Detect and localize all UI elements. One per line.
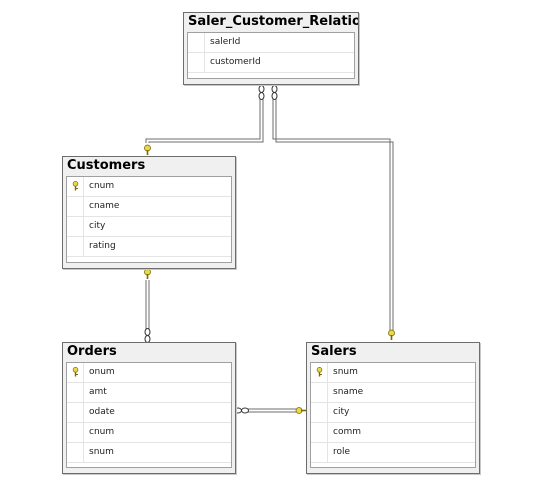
row-selector[interactable] [188, 33, 205, 52]
row-selector[interactable] [311, 403, 328, 422]
column-row[interactable]: onum [67, 363, 231, 383]
key-icon [144, 268, 151, 279]
row-selector[interactable] [311, 443, 328, 462]
column-row[interactable]: cnum [67, 423, 231, 443]
key-icon [144, 144, 151, 155]
row-selector[interactable] [311, 383, 328, 402]
column-grid: onum amt odate cnum snum [66, 362, 232, 468]
column-name: rating [89, 241, 116, 251]
row-selector[interactable] [311, 423, 328, 442]
table-title: Customers [67, 158, 146, 173]
row-selector[interactable] [67, 237, 84, 256]
relationship-orders-salers[interactable] [247, 408, 296, 413]
row-selector[interactable] [67, 363, 84, 382]
column-row[interactable]: salerId [188, 33, 354, 53]
primary-key-icon [72, 181, 79, 191]
column-row[interactable]: snum [67, 443, 231, 463]
row-selector[interactable] [67, 443, 84, 462]
column-row[interactable]: amt [67, 383, 231, 403]
infinity-icon [144, 328, 151, 343]
table-customers[interactable]: Customers cnum cname city rating [62, 156, 236, 269]
table-saler-customer-relation[interactable]: Saler_Customer_Relation salerId customer… [183, 12, 359, 85]
primary-key-icon [316, 367, 323, 377]
column-grid: salerId customerId [187, 32, 355, 79]
infinity-icon [258, 85, 265, 100]
column-row[interactable]: odate [67, 403, 231, 423]
table-salers[interactable]: Salers snum sname city comm role [306, 342, 480, 474]
column-row[interactable]: cname [67, 197, 231, 217]
row-selector[interactable] [67, 217, 84, 236]
relationship-customers-orders[interactable] [145, 280, 150, 330]
row-selector[interactable] [67, 383, 84, 402]
row-selector[interactable] [311, 363, 328, 382]
column-name: odate [89, 407, 115, 417]
table-title: Saler_Customer_Relation [188, 14, 358, 29]
column-name: cname [89, 201, 120, 211]
row-selector[interactable] [67, 403, 84, 422]
column-name: city [333, 407, 350, 417]
primary-key-icon [72, 367, 79, 377]
row-selector[interactable] [188, 53, 205, 72]
column-grid: cnum cname city rating [66, 176, 232, 263]
column-name: cnum [89, 427, 115, 437]
table-orders[interactable]: Orders onum amt odate cnum snum [62, 342, 236, 474]
column-grid: snum sname city comm role [310, 362, 476, 468]
column-name: comm [333, 427, 361, 437]
infinity-icon [234, 407, 249, 414]
column-name: city [89, 221, 106, 231]
column-row[interactable]: role [311, 443, 475, 463]
table-title: Orders [67, 344, 117, 359]
key-icon [388, 329, 395, 340]
relationship-relation-customers[interactable] [145, 98, 264, 143]
table-title: Salers [311, 344, 357, 359]
column-name: cnum [89, 181, 115, 191]
row-selector[interactable] [67, 423, 84, 442]
key-icon [295, 407, 306, 414]
column-name: snum [89, 447, 114, 457]
column-row[interactable]: city [311, 403, 475, 423]
column-name: sname [333, 387, 364, 397]
column-name: amt [89, 387, 107, 397]
column-name: role [333, 447, 351, 457]
infinity-icon [271, 85, 278, 100]
column-row[interactable]: customerId [188, 53, 354, 73]
column-row[interactable]: rating [67, 237, 231, 257]
row-selector[interactable] [67, 177, 84, 196]
column-name: salerId [210, 37, 241, 47]
column-row[interactable]: cnum [67, 177, 231, 197]
row-selector[interactable] [67, 197, 84, 216]
column-name: onum [89, 367, 115, 377]
column-name: customerId [210, 57, 261, 67]
column-row[interactable]: city [67, 217, 231, 237]
column-name: snum [333, 367, 358, 377]
relationship-relation-salers[interactable] [272, 98, 394, 330]
column-row[interactable]: comm [311, 423, 475, 443]
column-row[interactable]: snum [311, 363, 475, 383]
column-row[interactable]: sname [311, 383, 475, 403]
